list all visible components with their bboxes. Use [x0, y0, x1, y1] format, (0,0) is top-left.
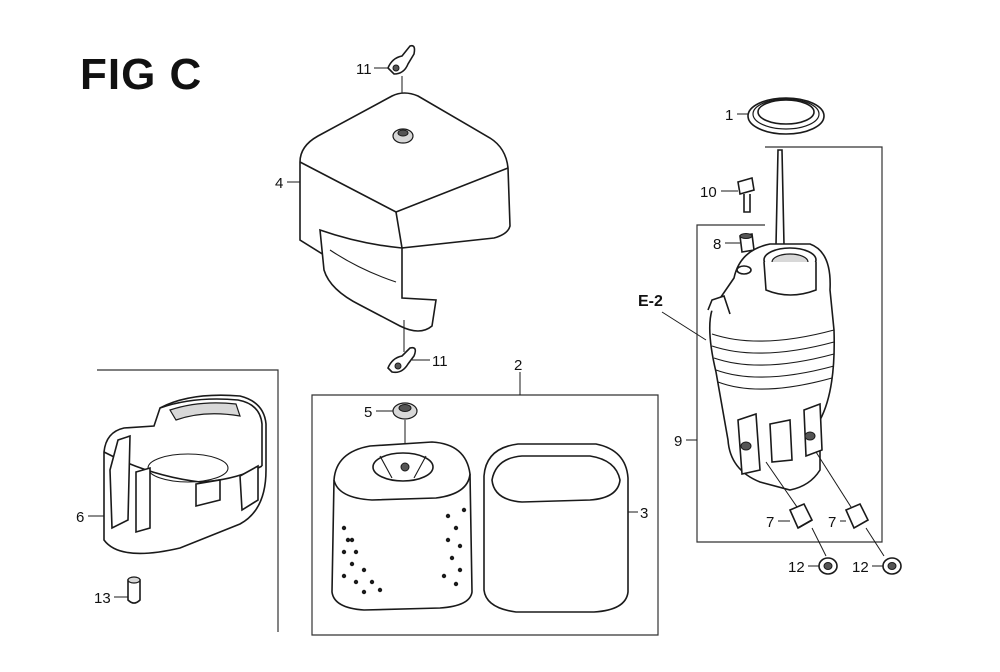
callout-12-right: 12: [852, 559, 869, 576]
collar: [739, 233, 755, 253]
inner-element: [483, 443, 629, 613]
figure-title: FIG C: [80, 50, 203, 99]
seal-ring: [747, 97, 825, 135]
callout-3: 3: [640, 505, 648, 522]
callout-12-left: 12: [788, 559, 805, 576]
tube-right: [815, 451, 870, 530]
callout-1: 1: [725, 107, 733, 124]
callout-11-top: 11: [356, 61, 372, 78]
callout-2: 2: [514, 357, 522, 374]
callout-ref-e2: E-2: [638, 293, 663, 310]
clip-lower: [387, 320, 417, 374]
callout-13: 13: [94, 590, 111, 607]
air-cleaner-cover: [299, 92, 511, 332]
callout-4: 4: [275, 175, 283, 192]
bolt: [737, 176, 755, 213]
callout-8: 8: [713, 236, 721, 253]
callout-11-lower: 11: [432, 353, 448, 370]
frame-left: [97, 369, 279, 632]
callout-7-left: 7: [766, 514, 774, 531]
leader-ref: [661, 311, 707, 341]
cap-right: [865, 527, 902, 575]
callout-5: 5: [364, 404, 372, 421]
filter-holes: [341, 507, 467, 595]
callout-10: 10: [700, 184, 717, 201]
frame-element-group: [311, 394, 659, 636]
frame-right-group: [696, 146, 883, 543]
air-cleaner-elbow: [707, 149, 836, 491]
cleaner-case: [103, 394, 267, 555]
outer-element: [331, 441, 473, 611]
callout-6: 6: [76, 509, 84, 526]
pin: [127, 576, 141, 604]
tube-left: [765, 461, 814, 530]
callout-7-right: 7: [828, 514, 836, 531]
callout-9: 9: [674, 433, 682, 450]
cap-left: [811, 527, 838, 575]
